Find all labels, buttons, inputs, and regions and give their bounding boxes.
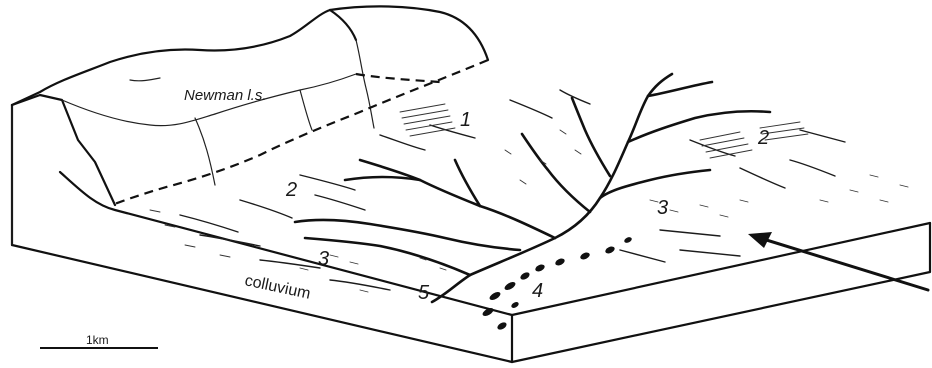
label-unit-1: 1 bbox=[460, 109, 471, 131]
left-face bbox=[12, 105, 512, 362]
drainage-network bbox=[295, 74, 770, 302]
label-unit-3-lower: 3 bbox=[318, 248, 329, 270]
label-newman-ls: Newman l.s. bbox=[184, 87, 267, 104]
label-unit-3-mid: 3 bbox=[657, 197, 668, 219]
block-outline bbox=[12, 95, 930, 362]
label-unit-4: 4 bbox=[532, 280, 543, 302]
scale-bar-label: 1km bbox=[86, 333, 109, 347]
label-unit-5: 5 bbox=[418, 282, 430, 304]
label-colluvium: colluvium bbox=[243, 272, 312, 302]
mountain-profile bbox=[12, 95, 115, 205]
label-unit-2-right: 2 bbox=[757, 127, 769, 149]
scale-bar: 1km bbox=[40, 333, 158, 348]
label-unit-2-left: 2 bbox=[285, 179, 297, 201]
front-face bbox=[512, 223, 930, 362]
boulder-field bbox=[481, 236, 632, 331]
pointer-arrow bbox=[748, 232, 928, 290]
terrain-hatching bbox=[150, 90, 908, 292]
